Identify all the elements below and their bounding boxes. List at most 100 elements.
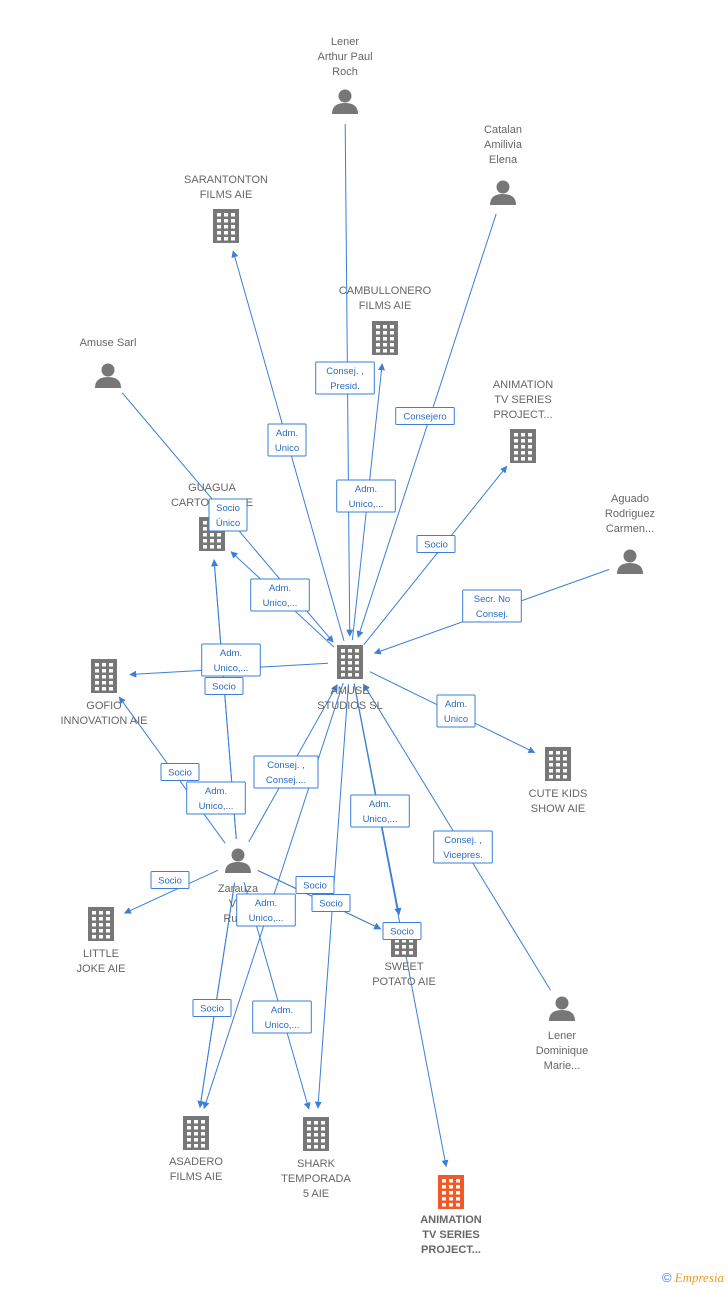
node-cambullonero[interactable]: CAMBULLONERO FILMS AIE [339,285,432,355]
node-label: TV SERIES [494,394,551,406]
edge-label-text: Adm. [255,898,277,909]
node-gofio[interactable]: GOFIO INNOVATION AIE [61,659,148,727]
edge-label-e4[interactable]: Adm. Unico,... [336,479,396,513]
edge-label-e7[interactable]: Adm. Unico,... [250,578,310,612]
node-aguado[interactable]: AguadoRodriguezCarmen... [605,493,655,574]
edge-label-text: Unico,... [265,1020,300,1031]
edge-label-text: Adm. [205,786,227,797]
node-label: FILMS AIE [359,300,412,312]
edge-label-text: Socio [303,881,327,892]
node-label: PROJECT... [493,409,552,421]
edge-label-text: Socio [319,899,343,910]
edge-label-e16[interactable]: Consej. , Vicepres. [433,830,493,864]
node-label: Dominique [536,1045,589,1057]
edge-amuse_studios-to-animation_tv_1 [363,465,508,646]
edge-label-e18[interactable]: Socio [295,876,335,894]
node-label: FILMS AIE [200,189,253,201]
edge-label-text: Unico,... [249,913,284,924]
node-label: Elena [489,154,518,166]
edge-label-e21[interactable]: Socio [382,922,422,940]
edge-label-text: Consej. , [444,835,482,846]
person-icon [332,89,358,114]
person-icon [225,848,251,873]
edge-label-text: Unico,... [263,598,298,609]
edge-label-e13[interactable]: Consej. , Consej.... [253,755,319,789]
node-label: FILMS AIE [170,1171,223,1183]
edge-label-e3[interactable]: Adm.Unico [267,423,307,457]
edge-label-e14[interactable]: Adm.Unico,... [186,781,246,815]
node-label: Lener [548,1030,576,1042]
edge-label-e19[interactable]: Adm. Unico,... [236,893,296,927]
copyright-icon: © [661,1270,672,1285]
node-label: Aguado [611,493,649,505]
node-label: SWEET [384,961,423,973]
edge-label-text: Adm. [369,799,391,810]
edge-label-text: Consej.... [266,775,306,786]
node-label: Amuse Sarl [80,337,137,349]
nodes-layer: Lener Arthur PaulRochCatalanAmiliviaElena… [61,36,656,1256]
edge-label-text: Unico,... [349,499,384,510]
edge-label-e11[interactable]: Adm.Unico [436,694,476,728]
edge-label-e9[interactable]: Adm.Unico,... [201,643,261,677]
footer-brand[interactable]: © Empresia [662,1270,724,1286]
edge-label-e10[interactable]: Socio [204,677,244,695]
node-label: SHOW AIE [531,803,585,815]
edge-zarauza-to-little_joke [123,869,219,914]
edge-label-e23[interactable]: Adm. Unico,... [252,1000,312,1034]
node-label: GUAGUA [188,482,236,494]
node-label: Arthur Paul [317,51,372,63]
node-amuse-sarl[interactable]: Amuse Sarl [80,337,137,388]
edge-label-e12[interactable]: Socio [160,763,200,781]
edge-label-text: Adm. [269,583,291,594]
node-lener-dominique[interactable]: LenerDominiqueMarie... [536,996,589,1073]
node-label: TEMPORADA [281,1173,351,1185]
building-icon [510,429,536,463]
edge-label-e6[interactable]: Socio [416,535,456,553]
edge-label-e2[interactable]: Consejero [395,407,455,425]
edge-label-text: Consej. , [267,760,305,771]
edge-label-text: Presid. [330,381,360,392]
node-label: ANIMATION [420,1214,482,1226]
person-icon [95,363,121,388]
edge-label-e1[interactable]: Consej. ,Presid. [315,361,375,395]
building-icon [91,659,117,693]
node-label: GOFIO [86,700,122,712]
building-icon [337,645,363,679]
node-label: Catalan [484,124,522,136]
node-label: Amilivia [484,139,523,151]
edge-label-e17[interactable]: Socio [150,871,190,889]
node-label: Roch [332,66,358,78]
node-label: CAMBULLONERO [339,285,432,297]
edge-label-text: Unico [444,714,468,725]
edge-label-text: Secr. No [474,594,510,605]
edge-label-e15[interactable]: Adm. Unico,... [350,794,410,828]
edge-label-text: Unico,... [363,814,398,825]
edge-label-text: Unico [275,443,299,454]
building-icon [372,321,398,355]
edge-label-text: Adm. [355,484,377,495]
edge-label-text: Adm. [271,1005,293,1016]
node-label: INNOVATION AIE [61,715,148,727]
edge-label-text: Socio [424,540,448,551]
node-label: TV SERIES [422,1229,479,1241]
node-label: POTATO AIE [372,976,436,988]
node-label: 5 AIE [303,1188,329,1200]
node-label: LITTLE [83,948,119,960]
edge-label-text: Vicepres. [443,850,482,861]
edge-label-e22[interactable]: Socio [192,999,232,1017]
building-icon [545,747,571,781]
edge-label-e20[interactable]: Socio [311,894,351,912]
